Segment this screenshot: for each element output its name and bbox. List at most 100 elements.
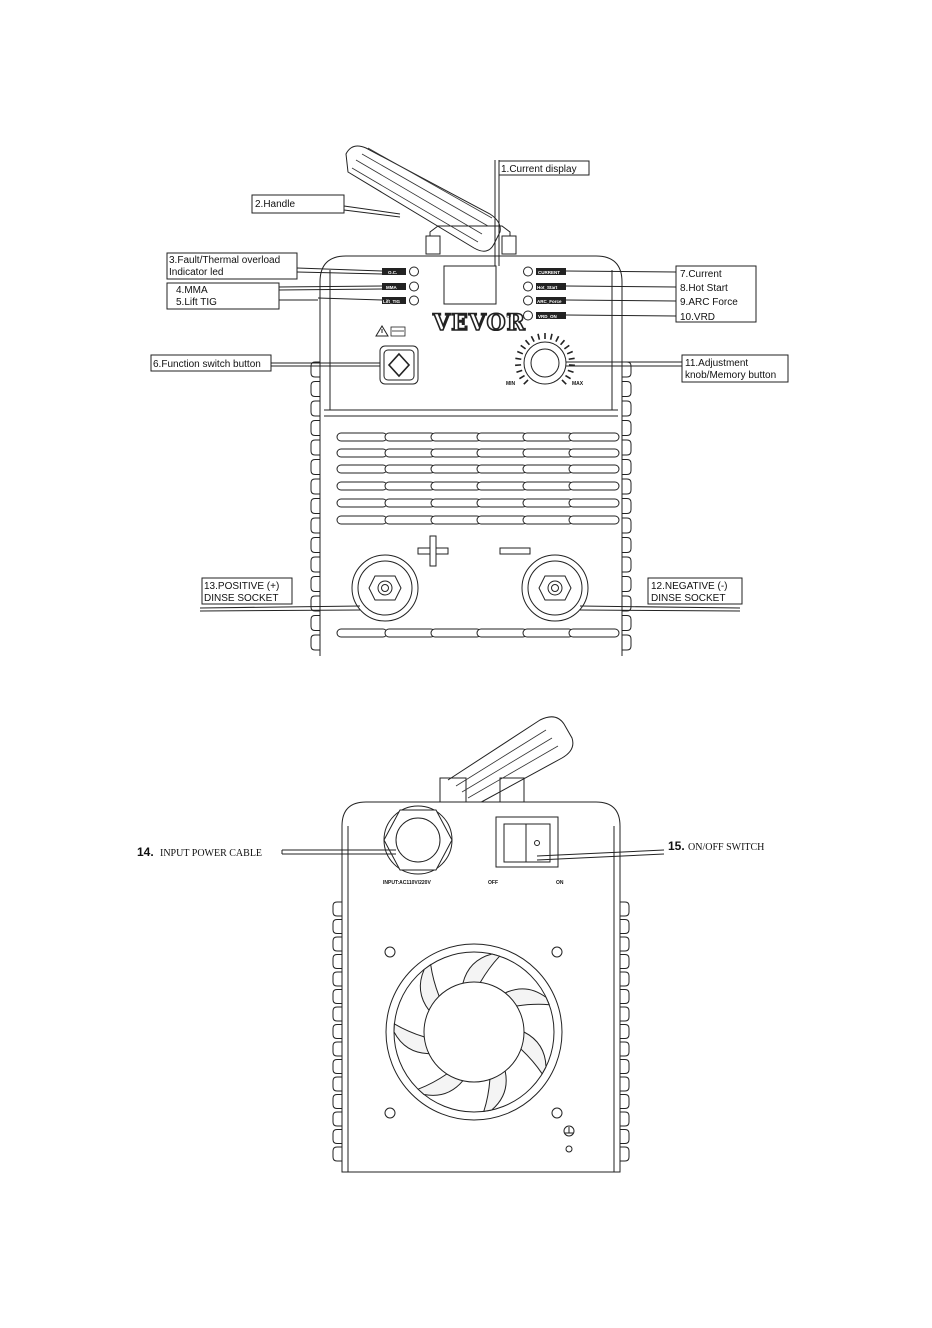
brand-logo: VEVOR [432,310,526,336]
negative-polarity-mark [500,548,530,554]
vent-slot [569,629,619,637]
cooling-fin [622,479,631,494]
callout-vrd: 10.VRD [680,312,715,323]
vent-slot [569,465,619,473]
vent-slot [337,449,387,457]
left-led-group: O.C. MMA Lift_TIG [382,267,419,305]
hotstart-led-label: Hot_Start [537,285,558,290]
positive-dinse-socket [352,555,418,621]
vent-slot [385,629,435,637]
cooling-fin [622,596,631,611]
cooling-fin [622,538,631,553]
vent-slot [569,433,619,441]
brand-registered-mark: ® [506,312,512,320]
current-display [444,266,496,304]
cooling-fin [333,1147,342,1161]
callout-negative-line1: 12.NEGATIVE (-) [651,581,728,592]
knob-tick [567,352,573,354]
cooling-fin [620,972,629,986]
input-power-cable-gland [384,806,452,874]
vent-slot [569,499,619,507]
cooling-fin [622,635,631,650]
callout-handle: 2.Handle [255,199,295,210]
arcforce-led [524,296,533,305]
cooling-fin [311,401,320,416]
input-rating-label: INPUT:AC110V/220V [383,880,431,886]
cooling-fin [333,1042,342,1056]
callout-13-leader [200,606,360,608]
callout-lift-tig: 5.Lift TIG [176,297,217,308]
vent-slot [477,516,527,524]
callout-2-leader [344,206,400,214]
callout-13-leader-b [200,610,360,611]
knob-tick [515,358,521,359]
cooling-fin [333,1025,342,1039]
function-switch-button[interactable] [380,346,418,384]
vent-slot [523,516,573,524]
cooling-fin [620,920,629,934]
knob-min-label: MIN [506,381,516,387]
cooling-fin [620,1077,629,1091]
cooling-fin [620,1147,629,1161]
cooling-fin [311,421,320,436]
cooling-fin [622,616,631,631]
cooling-fin [622,518,631,533]
vent-slot [337,465,387,473]
vent-slot [523,499,573,507]
arcforce-led-label: ARC_Force [537,299,562,304]
vent-slot [477,482,527,490]
cooling-fin [333,937,342,951]
callout-5-leader-b [318,298,382,300]
vent-slot [477,465,527,473]
knob-max-label: MAX [572,381,584,387]
switch-on-label: ON [556,880,564,886]
callout-negative-line2: DINSE SOCKET [651,593,725,604]
knob-tick [568,370,574,372]
vent-slot [431,499,481,507]
front-view: O.C. MMA Lift_TIG CURRENT Hot_Start ARC_… [151,146,788,656]
cooling-fin [333,1112,342,1126]
rear-right-fins [620,902,629,1161]
cooling-fin [333,1060,342,1074]
right-led-group: CURRENT Hot_Start ARC_Force VRD_ON [524,267,567,320]
knob-tick [517,352,523,354]
cooling-fin [622,499,631,514]
knob-tick [526,340,530,345]
knob-tick [519,376,524,379]
knob-tick [524,380,528,384]
vent-slot [477,629,527,637]
cooling-fin [311,538,320,553]
cooling-fin [620,1095,629,1109]
vent-slot [385,482,435,490]
vent-slot [385,516,435,524]
vent-slot [337,516,387,524]
cooling-fin [620,1130,629,1144]
knob-tick [521,345,526,349]
vent-slot [523,629,573,637]
cooling-fin [311,479,320,494]
knob-tick [565,376,570,379]
callout-15-number: 15. [668,839,685,853]
vent-slot [385,433,435,441]
hotstart-led [524,282,533,291]
callout-input-cable: INPUT POWER CABLE [160,848,262,859]
vent-slot [385,449,435,457]
vent-slot [337,499,387,507]
knob-tick [569,358,575,359]
vent-slot [569,482,619,490]
oc-led-label: O.C. [388,270,397,275]
vent-slot [431,516,481,524]
cooling-fin [333,920,342,934]
callout-7-leader [566,271,676,272]
cooling-fin [311,362,320,377]
cooling-fin [311,616,320,631]
mma-led-label: MMA [386,285,397,290]
adjustment-knob[interactable] [515,333,575,384]
cooling-fin [622,440,631,455]
vent-slot [385,465,435,473]
callout-14-number: 14. [137,845,154,859]
vent-slot [385,499,435,507]
cooling-fin [333,1130,342,1144]
front-handle [346,146,516,254]
rear-view: INPUT:AC110V/220V OFF ON [137,717,764,1172]
